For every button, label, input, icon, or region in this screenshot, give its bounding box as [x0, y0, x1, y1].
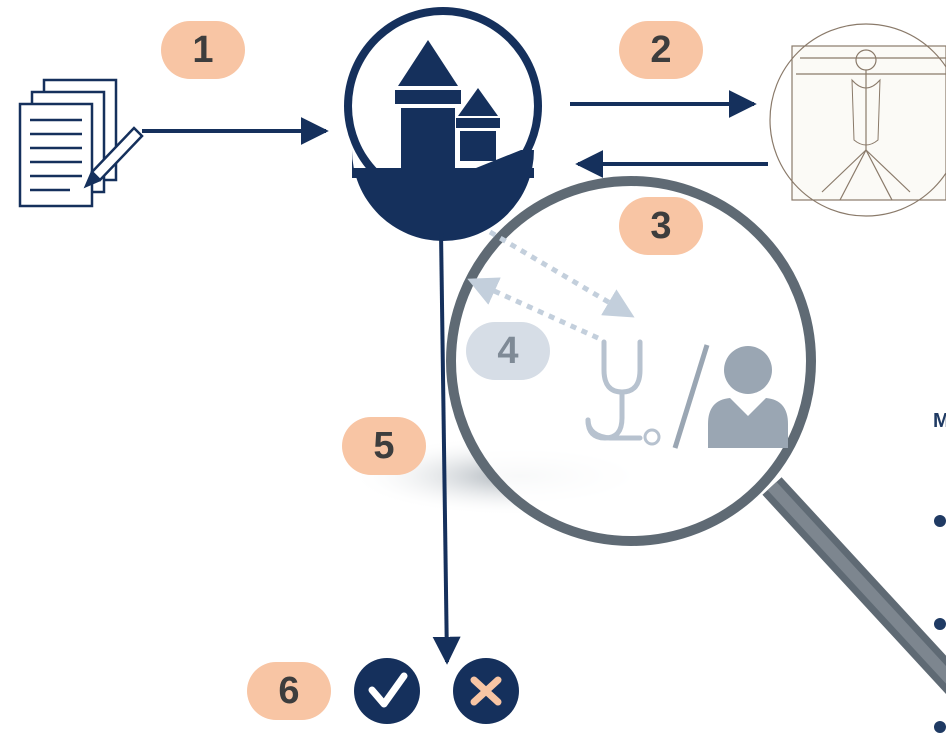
pen-icon [83, 126, 144, 189]
step-badge-3: 3 [619, 197, 703, 255]
step-badge-1: 1 [161, 21, 245, 79]
step-badge-5: 5 [342, 417, 426, 475]
arrow-castle-to-result [432, 231, 461, 665]
document-stack-icon [18, 78, 144, 208]
right-panel-heading: M [933, 410, 946, 432]
list-bullet [934, 618, 946, 630]
stethoscope-icon [585, 339, 661, 446]
step-badge-4: 4 [466, 322, 550, 380]
dotted-arrow-to-clinician [488, 229, 635, 319]
list-bullet [934, 515, 946, 527]
cross-icon [453, 658, 519, 724]
vitruvian-man-image [769, 23, 946, 217]
check-icon [354, 658, 420, 724]
step-badge-6: 6 [247, 662, 331, 720]
person-icon [708, 346, 788, 448]
list-bullet [934, 721, 946, 733]
slash-divider [672, 344, 710, 449]
magnifying-glass-icon [446, 176, 816, 546]
step-badge-2: 2 [619, 21, 703, 79]
castle-icon [344, 7, 542, 241]
